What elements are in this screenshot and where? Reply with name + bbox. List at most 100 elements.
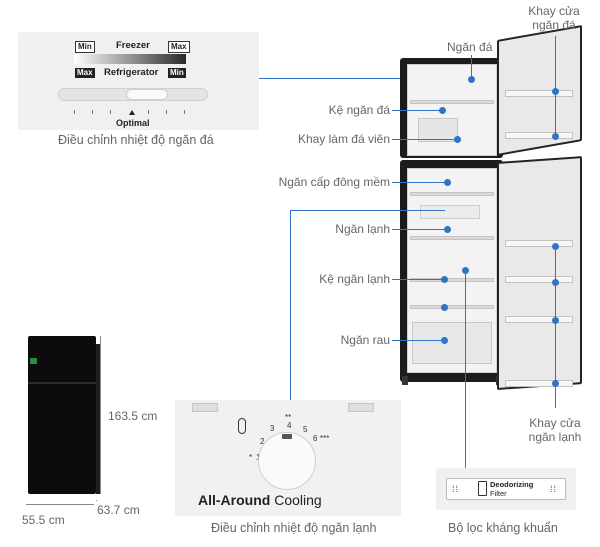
filter-caption: Bộ lọc kháng khuẩn xyxy=(448,521,558,535)
label-khay-cua-ngan-lanh-line1: Khay cửa xyxy=(529,416,581,430)
chiller-shelf xyxy=(410,236,494,240)
label-ngan-rau: Ngăn rau xyxy=(340,333,390,347)
fridge-shelf-1 xyxy=(410,278,494,282)
small-fridge xyxy=(28,336,96,494)
freezer-shelf xyxy=(410,100,494,104)
filter-text: Deodorizing Filter xyxy=(490,480,533,498)
refrigerator-min-tag: Min xyxy=(168,68,186,78)
ice-tray xyxy=(418,118,458,142)
dial-caption: Điều chỉnh nhiệt độ ngăn lạnh xyxy=(211,521,377,535)
line-ngan-rau xyxy=(392,340,444,341)
freezer-control-caption: Điều chỉnh nhiệt độ ngăn đá xyxy=(58,133,214,147)
dial-connector-v xyxy=(290,210,291,400)
refrigerator-label: Refrigerator xyxy=(104,67,159,78)
dial-number-2: 2 xyxy=(260,437,265,446)
all-around-cooling-title: All-Around Cooling xyxy=(198,492,322,508)
depth-dimension: 63.7 cm xyxy=(97,503,140,517)
refrigerator-max-tag: Max xyxy=(75,68,95,78)
line-khay-cua-ngan-lanh xyxy=(555,243,556,408)
small-fridge-divider xyxy=(28,382,96,384)
height-dimension: 163.5 cm xyxy=(108,409,158,423)
fridge-door xyxy=(497,156,582,390)
soft-freeze-drawer xyxy=(420,205,480,219)
dot-ke-ngan-lanh xyxy=(441,276,448,283)
label-ke-ngan-lanh: Kệ ngăn lạnh xyxy=(319,272,390,286)
label-ngan-lanh: Ngăn lạnh xyxy=(335,222,390,236)
freezer-max-tag: Max xyxy=(168,41,190,53)
all-around-title-bold: All-Around xyxy=(198,492,271,508)
filter-icon xyxy=(478,481,487,496)
dial-mark-1: * xyxy=(249,453,253,462)
label-khay-cua-ngan-lanh-line2: ngăn lạnh xyxy=(528,430,582,444)
filter-dots-left: ⁞⁞ xyxy=(452,484,460,494)
soft-freeze-shelf xyxy=(410,192,494,196)
dot-khay-cua-ngan-da-1 xyxy=(552,88,559,95)
dial-mark-3: *** xyxy=(320,434,330,443)
dial-number-6: 6 xyxy=(313,434,318,443)
width-dimension-line xyxy=(26,504,94,505)
fridge-door-shelf-3 xyxy=(505,316,573,323)
dot-ngan-lanh xyxy=(444,226,451,233)
slider-ticks xyxy=(74,110,194,116)
fridge-shelf-2 xyxy=(410,305,494,309)
dot-ngan-cap-dong-mem xyxy=(444,179,451,186)
dot-khay-cua-ngan-da-2 xyxy=(552,133,559,140)
label-khay-cua-ngan-da-line2: ngăn đá xyxy=(532,18,576,32)
dial-mark-2: ** xyxy=(285,413,292,422)
label-khay-cua-ngan-lanh: Khay cửa ngăn lạnh xyxy=(522,416,588,444)
dot-ke-ngan-lanh-2 xyxy=(441,304,448,311)
dot-ngan-da xyxy=(468,76,475,83)
fridge-door-shelf-2 xyxy=(505,276,573,283)
line-ngan-lanh xyxy=(392,229,447,230)
dial-pointer xyxy=(282,434,292,439)
all-around-title-rest: Cooling xyxy=(270,492,322,508)
dot-khay-cua-ngan-lanh-2 xyxy=(552,279,559,286)
vegetable-drawer xyxy=(412,322,492,364)
freezer-control-panel: Min Freezer Max Max Refrigerator Min Opt… xyxy=(18,32,259,130)
freezer-min-tag: Min xyxy=(75,41,95,53)
freezer-label: Freezer xyxy=(116,40,150,51)
line-ngan-cap-dong-mem xyxy=(392,182,447,183)
dial-panel-slot-right xyxy=(348,403,374,412)
dot-khay-lam-da-vien xyxy=(454,136,461,143)
filter-connector xyxy=(465,270,466,468)
line-ke-ngan-da xyxy=(392,110,442,111)
freezer-door-shelf-2 xyxy=(505,132,573,139)
dot-ngan-rau xyxy=(441,337,448,344)
label-ngan-da: Ngăn đá xyxy=(447,40,493,54)
filter-dots-right: ⁞⁞ xyxy=(550,484,558,494)
dot-khay-cua-ngan-lanh-4 xyxy=(552,380,559,387)
fridge-door-shelf-4 xyxy=(505,380,573,387)
control-panel-connector xyxy=(259,78,402,79)
dot-ke-ngan-da xyxy=(439,107,446,114)
filter-line1: Deodorizing xyxy=(490,480,534,489)
dial-connector-h xyxy=(290,210,445,211)
thermometer-icon xyxy=(238,418,246,434)
fridge-foot-left xyxy=(402,376,408,385)
line-ngan-da xyxy=(471,55,472,80)
width-dimension: 55.5 cm xyxy=(22,513,65,527)
energy-label xyxy=(30,358,37,364)
dot-filter xyxy=(462,267,469,274)
dial-number-3: 3 xyxy=(270,424,275,433)
label-ngan-cap-dong-mem: Ngăn cấp đông mềm xyxy=(278,175,390,189)
dot-khay-cua-ngan-lanh-1 xyxy=(552,243,559,250)
freezer-gradient-bar xyxy=(74,54,186,64)
label-khay-lam-da-vien: Khay làm đá viên xyxy=(297,132,390,146)
line-khay-lam-da-vien xyxy=(392,139,457,140)
label-khay-cua-ngan-da: Khay cửa ngăn đá xyxy=(524,4,584,32)
line-ke-ngan-lanh xyxy=(392,279,444,280)
deodorizing-filter xyxy=(446,478,566,500)
line-khay-cua-ngan-da xyxy=(555,36,556,136)
temperature-slider-handle[interactable] xyxy=(126,89,168,100)
dial-panel-slot-left xyxy=(192,403,218,412)
label-ke-ngan-da: Kệ ngăn đá xyxy=(328,103,390,117)
filter-line2: Filter xyxy=(490,489,507,498)
temperature-dial-knob[interactable] xyxy=(258,432,316,490)
dial-number-4: 4 xyxy=(287,421,292,430)
small-fridge-side xyxy=(96,344,100,494)
freezer-door-shelf-1 xyxy=(505,90,573,97)
optimal-triangle-icon xyxy=(129,110,135,115)
height-dimension-line xyxy=(100,336,101,494)
dot-khay-cua-ngan-lanh-3 xyxy=(552,317,559,324)
